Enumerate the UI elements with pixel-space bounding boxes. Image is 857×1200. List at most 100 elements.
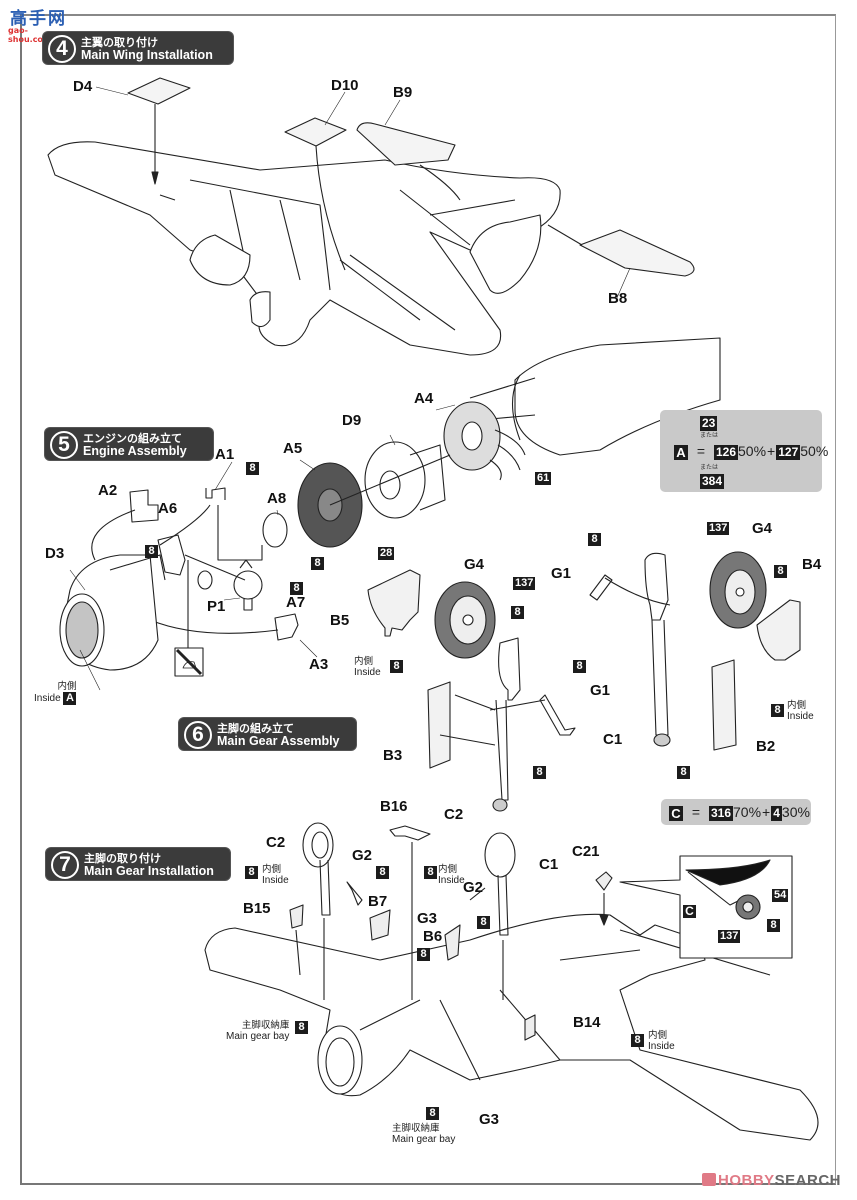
step-5-header: 5 エンジンの組み立て Engine Assembly <box>45 428 213 460</box>
paint-callout: 8 <box>245 866 258 879</box>
part-label-g3: G3 <box>417 910 438 927</box>
part-label-c2: C2 <box>266 834 286 851</box>
step-7-header: 7 主脚の取り付け Main Gear Installation <box>46 848 230 880</box>
or-label-bottom: または <box>700 464 719 471</box>
plus-sign: + <box>762 804 771 820</box>
step4-airframe-drawing <box>47 77 695 356</box>
step-4-header: 4 主翼の取り付け Main Wing Installation <box>43 32 233 64</box>
step-number: 5 <box>50 431 78 459</box>
part-label-a4: A4 <box>414 390 434 407</box>
paint-callout: 8 <box>677 766 690 779</box>
part-label-b3: B3 <box>383 747 403 764</box>
inside-note: 内側 Inside <box>787 700 814 722</box>
watermark-chinese: 高手网 <box>10 9 67 29</box>
part-label-b16: B16 <box>380 798 408 815</box>
step6-gear-drawing <box>367 551 801 812</box>
part-label-c21: C21 <box>572 843 600 860</box>
equals-sign: = <box>696 443 706 459</box>
part-label-p1: P1 <box>207 598 226 615</box>
step-number: 6 <box>184 721 212 749</box>
part-label-a8: A8 <box>267 490 287 507</box>
part-label-g1: G1 <box>590 682 611 699</box>
part-label-c1: C1 <box>539 856 559 873</box>
paint-callout: 54 <box>772 889 789 902</box>
percent-2: 30% <box>781 804 810 820</box>
percent-1: 50% <box>738 443 767 459</box>
percent-1: 70% <box>733 804 762 820</box>
paint-callout: 8 <box>295 1021 308 1034</box>
equals-sign: = <box>691 804 701 820</box>
paint-callout: 8 <box>424 866 437 879</box>
paint-callout: 8 <box>145 545 158 558</box>
paint-callout: 8 <box>767 919 780 932</box>
part-label-b5: B5 <box>330 612 350 629</box>
part-label-a6: A6 <box>158 500 178 517</box>
main-gear-bay-note: 主脚収納庫 Main gear bay <box>226 1020 290 1042</box>
paint-callout: 8 <box>290 582 303 595</box>
percent-2: 50% <box>800 443 829 459</box>
step7-airframe-drawing <box>204 822 819 1141</box>
paint-callout: 8 <box>771 704 784 717</box>
paint-4: 4 <box>771 805 782 821</box>
paint-127: 127 <box>776 444 801 460</box>
part-label-a1: A1 <box>215 446 235 463</box>
step-number: 7 <box>51 851 79 879</box>
part-label-c2: C2 <box>444 806 464 823</box>
part-label-b8: B8 <box>608 290 628 307</box>
step-6-header: 6 主脚の組み立て Main Gear Assembly <box>179 718 356 750</box>
paint-callout: 8 <box>573 660 586 673</box>
paint-callout: 137 <box>513 577 536 590</box>
inside-note: 内側 Inside <box>262 864 289 886</box>
part-label-d9: D9 <box>342 412 362 429</box>
part-label-b7: B7 <box>368 893 388 910</box>
color-letter-a: A <box>63 692 77 705</box>
part-label-g2-right: G2 <box>463 879 484 896</box>
paint-callout: 8 <box>631 1034 644 1047</box>
paint-alt-top: 23 <box>700 415 718 431</box>
inside-note: 内側 Inside A <box>34 681 77 705</box>
paint-callout: 137 <box>718 930 741 943</box>
step-number: 4 <box>48 35 76 63</box>
step-title-en: Main Gear Assembly <box>217 734 340 748</box>
paint-callout: 8 <box>588 533 601 546</box>
color-letter-a: A <box>674 444 688 460</box>
paint-callout: 8 <box>246 462 259 475</box>
paint-callout: 8 <box>390 660 403 673</box>
paint-callout: 8 <box>511 606 524 619</box>
inside-note: 内側 Inside <box>354 656 381 678</box>
color-letter-c: C <box>669 805 683 821</box>
step-title-jp: エンジンの組み立て <box>83 432 182 445</box>
part-label-d10: D10 <box>331 77 359 94</box>
or-label-top: または <box>700 432 719 439</box>
paint-callout: 61 <box>535 472 552 485</box>
part-label-d3: D3 <box>45 545 65 562</box>
page-frame <box>20 14 836 1185</box>
paint-callout: 8 <box>376 866 389 879</box>
part-label-g4-right: G4 <box>752 520 773 537</box>
part-label-a7: A7 <box>286 594 306 611</box>
paint-callout: 8 <box>477 916 490 929</box>
paint-callout: 8 <box>426 1107 439 1120</box>
step-title-en: Main Wing Installation <box>81 48 213 62</box>
part-label-g2: G2 <box>352 847 373 864</box>
paint-callout: 137 <box>707 522 730 535</box>
paint-316: 316 <box>708 805 733 821</box>
plus-sign: + <box>767 443 776 459</box>
part-label-b6: B6 <box>423 928 443 945</box>
part-label-b4: B4 <box>802 556 822 573</box>
main-gear-bay-note: 主脚収納庫 Main gear bay <box>392 1123 456 1145</box>
part-label-g4: G4 <box>464 556 485 573</box>
part-label-b9: B9 <box>393 84 413 101</box>
part-label-g1-right: G1 <box>551 565 572 582</box>
inside-note: 内側 Inside <box>648 1030 675 1052</box>
part-label-b15: B15 <box>243 900 271 917</box>
part-label-c1: C1 <box>603 731 623 748</box>
paint-callout: 8 <box>774 565 787 578</box>
paint-callout: 8 <box>311 557 324 570</box>
step-title-jp: 主脚の組み立て <box>217 722 294 735</box>
watermark-logo: 高手网 gao-shou.com <box>4 4 70 44</box>
part-label-g3-bottom: G3 <box>479 1111 500 1128</box>
